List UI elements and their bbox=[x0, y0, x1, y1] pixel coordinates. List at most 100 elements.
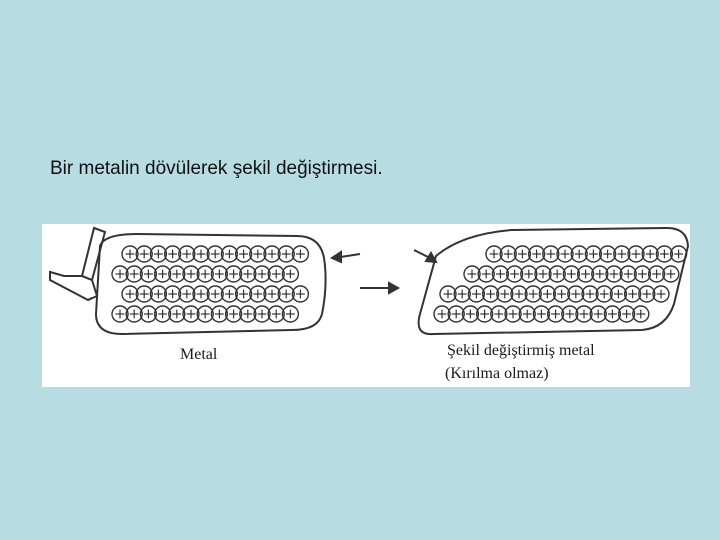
caption-metal: Metal bbox=[180, 346, 218, 363]
metal-ion bbox=[591, 265, 609, 283]
metal-ion bbox=[652, 285, 670, 303]
metal-ion bbox=[125, 265, 143, 283]
metal-ion bbox=[567, 285, 585, 303]
deformed-metal-outline bbox=[417, 226, 690, 336]
metal-ion bbox=[168, 305, 186, 323]
metal-ion bbox=[499, 245, 517, 263]
force-arrow-right-icon bbox=[413, 249, 438, 264]
metal-ion bbox=[617, 305, 636, 323]
metal-ion bbox=[461, 305, 480, 323]
metal-ion bbox=[125, 305, 143, 323]
metal-ion bbox=[575, 305, 593, 323]
metal-ion bbox=[267, 265, 285, 283]
metal-ion bbox=[491, 265, 510, 283]
metal-ion bbox=[669, 245, 688, 263]
metal-ion bbox=[220, 285, 239, 303]
metal-ion bbox=[496, 285, 514, 303]
metal-ion bbox=[153, 305, 172, 323]
metal-ion bbox=[234, 285, 253, 303]
metal-ion bbox=[111, 265, 129, 283]
metal-ion bbox=[253, 265, 271, 283]
metal-ion bbox=[603, 305, 622, 323]
metal-ion bbox=[505, 265, 524, 283]
metal-ion bbox=[149, 245, 168, 263]
metal-ion bbox=[263, 245, 281, 263]
metal-ion bbox=[163, 245, 182, 263]
metal-ion bbox=[196, 265, 214, 283]
metal-ion bbox=[467, 285, 486, 303]
metal-ion bbox=[619, 265, 637, 283]
metal-ion bbox=[224, 265, 243, 283]
metal-ion bbox=[576, 265, 595, 283]
metal-ion bbox=[249, 285, 267, 303]
metal-ion bbox=[562, 265, 581, 283]
metal-ion bbox=[210, 305, 229, 323]
metal-ion bbox=[439, 285, 457, 303]
metal-ion bbox=[192, 285, 210, 303]
metal-ion bbox=[291, 245, 310, 263]
metal-ion bbox=[662, 265, 680, 283]
diagram-drawing bbox=[49, 226, 690, 336]
metal-ion bbox=[196, 305, 214, 323]
metal-ion bbox=[546, 305, 565, 323]
metal-ion bbox=[613, 245, 631, 263]
metal-ion bbox=[263, 285, 281, 303]
metal-ion bbox=[598, 245, 617, 263]
metal-ion bbox=[520, 265, 538, 283]
metal-ion bbox=[447, 305, 465, 323]
metal-ion bbox=[477, 265, 495, 283]
metal-ion bbox=[291, 285, 310, 303]
metal-ion bbox=[153, 265, 172, 283]
metal-ion bbox=[490, 305, 508, 323]
metal-ion bbox=[556, 245, 574, 263]
metal-ion bbox=[623, 285, 642, 303]
metal-ion bbox=[224, 305, 243, 323]
metal-ion bbox=[135, 285, 153, 303]
metal-ion bbox=[595, 285, 613, 303]
metal-ion bbox=[253, 305, 271, 323]
metal-ion bbox=[510, 285, 528, 303]
metal-ion bbox=[485, 245, 503, 263]
metal-ion bbox=[239, 305, 257, 323]
hammer-icon bbox=[49, 226, 107, 302]
metal-ion bbox=[135, 245, 153, 263]
slide-title: Bir metalin dövülerek şekil değiştirmesi… bbox=[50, 158, 383, 179]
metal-ion bbox=[453, 285, 471, 303]
metal-ion bbox=[570, 245, 588, 263]
metal-ion bbox=[524, 285, 542, 303]
metal-ion bbox=[655, 245, 674, 263]
metal-ion bbox=[149, 285, 168, 303]
metal-ion bbox=[277, 285, 295, 303]
metal-ion bbox=[433, 305, 451, 323]
metal-ion bbox=[281, 265, 300, 283]
metal-ion bbox=[178, 285, 196, 303]
caption-no-fracture: (Kırılma olmaz) bbox=[445, 365, 549, 382]
metal-ion bbox=[605, 265, 623, 283]
metal-ion bbox=[182, 265, 200, 283]
metal-ion bbox=[609, 285, 628, 303]
metal-ion bbox=[463, 265, 481, 283]
metal-ion bbox=[139, 305, 158, 323]
metal-ion bbox=[527, 245, 546, 263]
metal-ion bbox=[249, 245, 267, 263]
metal-ion bbox=[475, 305, 494, 323]
caption-deformed-metal: Şekil değiştirmiş metal bbox=[447, 342, 595, 359]
metal-ion bbox=[632, 305, 650, 323]
metal-ion bbox=[267, 305, 285, 323]
metal-ion bbox=[647, 265, 666, 283]
metal-ion bbox=[504, 305, 522, 323]
metal-ion bbox=[481, 285, 500, 303]
metal-ion bbox=[542, 245, 560, 263]
metal-ion bbox=[538, 285, 557, 303]
metal-ion bbox=[139, 265, 158, 283]
metal-ion bbox=[182, 305, 200, 323]
metal-ion bbox=[534, 265, 552, 283]
metal-ion bbox=[210, 265, 229, 283]
metal-ion bbox=[121, 245, 139, 263]
metal-ion bbox=[561, 305, 579, 323]
metal-ion bbox=[168, 265, 186, 283]
metal-ion bbox=[633, 265, 652, 283]
metal-ion bbox=[513, 245, 532, 263]
ion-lattice-before bbox=[111, 245, 310, 323]
forging-diagram: Metal Şekil değiştirmiş metal (Kırılma o… bbox=[42, 224, 690, 387]
